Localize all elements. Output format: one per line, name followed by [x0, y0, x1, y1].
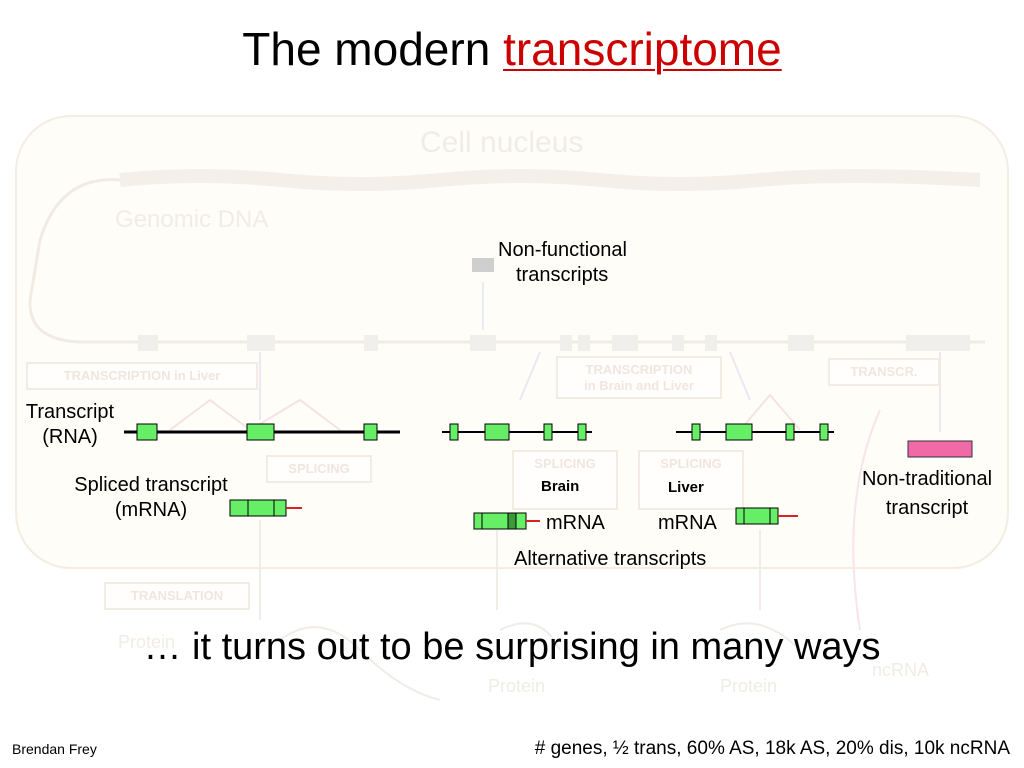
transcript-exon — [691, 423, 701, 441]
dna-exon — [672, 335, 684, 351]
dna-exon — [560, 335, 572, 351]
title-highlight: transcriptome — [503, 23, 782, 75]
splicing-left-box: SPLICING — [266, 455, 372, 483]
non-functional-line2: transcripts — [516, 264, 609, 286]
non-functional-line1: Non-functional — [498, 239, 627, 261]
alternative-transcripts-label: Alternative transcripts — [514, 548, 707, 570]
brain-mrna-exon-dark — [507, 512, 517, 530]
liver-label: Liver — [668, 479, 704, 496]
dna-exon — [705, 335, 717, 351]
dna-exon — [364, 335, 378, 351]
transcript-line2: (RNA) — [42, 426, 98, 448]
transcript-line1: Transcript — [25, 401, 115, 423]
dna-exon — [788, 335, 814, 351]
dna-exon — [470, 335, 496, 351]
transcription-liver-text: TRANSCRIPTION in Liver — [63, 368, 221, 383]
non-traditional-label: Non-traditional transcript — [842, 467, 1012, 521]
spliced-transcript-label: Spliced transcript (mRNA) — [46, 473, 256, 523]
faint-arrow — [729, 351, 751, 401]
protein-left-label: Protein — [118, 632, 176, 652]
protein-right-label: Protein — [720, 676, 778, 696]
transcript-exon — [577, 423, 587, 441]
transcription-liver-box: TRANSCRIPTION in Liver — [26, 362, 258, 390]
dna-exon — [247, 335, 275, 351]
dna-exon — [578, 335, 590, 351]
transcript-exon — [449, 423, 459, 441]
headline: … it turns out to be surprising in many … — [143, 626, 881, 668]
splicing-right-text: SPLICING — [660, 456, 722, 471]
ncrna-label: ncRNA — [872, 660, 930, 680]
transcript-exon — [543, 423, 553, 441]
non-functional-label: Non-functional transcripts — [498, 238, 627, 288]
transcription-brain-liver-line1: TRANSCRIPTION — [585, 362, 693, 377]
transcript-exon — [246, 423, 275, 441]
non-traditional-line2: transcript — [885, 497, 969, 519]
dna-exon — [612, 335, 638, 351]
mrna-left-label: mRNA — [546, 512, 605, 534]
spliced-line2: (mRNA) — [114, 499, 188, 521]
genomic-dna-label: Genomic DNA — [115, 206, 269, 233]
splicing-left-text: SPLICING — [288, 461, 350, 476]
transcript-exon — [363, 423, 378, 441]
non-functional-transcript-box — [472, 258, 494, 272]
transcript-exon — [785, 423, 795, 441]
faint-protein-squiggle — [719, 622, 801, 651]
splicing-right-box: SPLICING — [638, 450, 744, 510]
dna-exon — [906, 335, 970, 351]
transcr-box: TRANSCR. — [828, 358, 940, 386]
protein-mid-label: Protein — [488, 676, 546, 696]
translation-box: TRANSLATION — [104, 582, 250, 610]
nucleus-label: Cell nucleus — [420, 126, 584, 159]
splicing-mid-box: SPLICING — [512, 450, 618, 510]
stats-footer: # genes, ½ trans, 60% AS, 18k AS, 20% di… — [534, 738, 1010, 759]
brain-label: Brain — [541, 478, 580, 495]
mrna-right-label: mRNA — [658, 512, 717, 534]
spliced-line1: Spliced transcript — [74, 474, 228, 496]
faint-splice-lines — [739, 393, 801, 431]
non-traditional-transcript-box — [907, 440, 973, 458]
transcr-text: TRANSCR. — [850, 364, 918, 379]
dna-helix — [119, 169, 981, 191]
splicing-mid-text: SPLICING — [534, 456, 596, 471]
liver-mrna — [735, 507, 779, 525]
author-footer: Brendan Frey — [12, 741, 97, 757]
transcript-exon — [819, 423, 829, 441]
transcript-exon — [484, 423, 510, 441]
transcription-brain-liver-line2: in Brain and Liver — [584, 377, 694, 393]
faint-arrow — [519, 351, 541, 401]
transcript-exon — [136, 423, 158, 441]
faint-protein-squiggle — [279, 626, 441, 701]
transcript-exon — [725, 423, 753, 441]
non-traditional-line1: Non-traditional — [861, 468, 993, 490]
page-title: The modern transcriptome — [0, 22, 1024, 76]
dna-strand-path — [28, 178, 985, 344]
dna-exon — [138, 335, 158, 351]
faint-protein-squiggle — [499, 622, 561, 651]
transcript-label: Transcript (RNA) — [10, 400, 130, 450]
translation-text: TRANSLATION — [130, 588, 224, 603]
title-prefix: The modern — [242, 23, 504, 75]
faint-arrow — [852, 409, 881, 631]
